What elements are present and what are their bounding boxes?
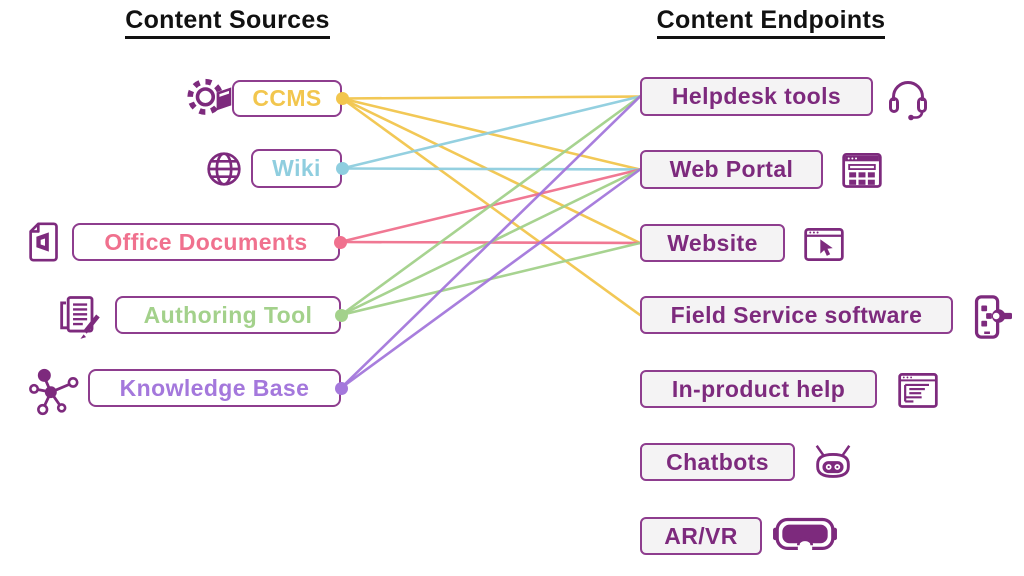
endpoint-box-website: Website [640, 224, 785, 262]
endpoint-box-webportal: Web Portal [640, 150, 823, 189]
endpoints-title: Content Endpoints [620, 6, 922, 39]
endpoint-label-inproduct: In-product help [671, 375, 846, 402]
endpoint-box-helpdesk: Helpdesk tools [640, 77, 873, 116]
endpoint-label-helpdesk: Helpdesk tools [671, 83, 842, 109]
gear-book-icon [183, 71, 239, 125]
endpoint-label-fieldservice: Field Service software [670, 301, 923, 328]
connection-line-wiki-helpdesk [340, 95, 642, 170]
source-label-office: Office Documents [104, 228, 308, 255]
source-label-ccms: CCMS [252, 85, 322, 111]
source-dot-authoring [334, 308, 348, 322]
phone-wrench-icon [966, 291, 1012, 341]
endpoint-label-arvr: AR/VR [664, 522, 738, 549]
source-box-office: Office Documents [72, 223, 340, 261]
connection-line-kb-webportal [339, 168, 642, 390]
endpoint-box-inproduct: In-product help [640, 370, 877, 408]
calendar-grid-icon [840, 148, 884, 192]
headset-icon [884, 74, 932, 122]
endpoint-box-chatbots: Chatbots [640, 443, 795, 481]
source-dot-office [333, 235, 347, 249]
robot-icon [810, 440, 856, 486]
connection-line-authoring-helpdesk [339, 95, 642, 317]
endpoint-box-fieldservice: Field Service software [640, 296, 953, 334]
sources-title: Content Sources [60, 6, 395, 39]
connection-line-ccms-website [340, 97, 642, 245]
vr-goggles-icon [772, 515, 838, 557]
connection-line-kb-helpdesk [339, 95, 642, 390]
connection-line-ccms-helpdesk [340, 95, 642, 100]
source-box-wiki: Wiki [251, 149, 342, 188]
source-box-authoring: Authoring Tool [115, 296, 341, 334]
network-graph-icon [27, 364, 79, 416]
source-box-kb: Knowledge Base [88, 369, 341, 407]
source-label-wiki: Wiki [272, 155, 321, 181]
source-dot-kb [334, 381, 348, 395]
source-dot-wiki [335, 162, 349, 175]
source-label-kb: Knowledge Base [119, 374, 310, 401]
source-label-authoring: Authoring Tool [143, 301, 313, 328]
connection-line-ccms-webportal [340, 97, 642, 171]
office-document-icon [22, 218, 68, 266]
endpoint-label-website: Website [667, 229, 758, 256]
connection-line-wiki-webportal [340, 167, 642, 171]
browser-cursor-icon [802, 222, 846, 266]
window-text-icon [896, 368, 940, 412]
globe-icon [201, 146, 247, 192]
document-pencil-icon [50, 291, 108, 343]
endpoint-label-webportal: Web Portal [669, 156, 794, 182]
endpoint-box-arvr: AR/VR [640, 517, 762, 555]
source-dot-ccms [335, 92, 349, 105]
source-box-ccms: CCMS [232, 80, 342, 117]
endpoint-label-chatbots: Chatbots [666, 448, 769, 475]
